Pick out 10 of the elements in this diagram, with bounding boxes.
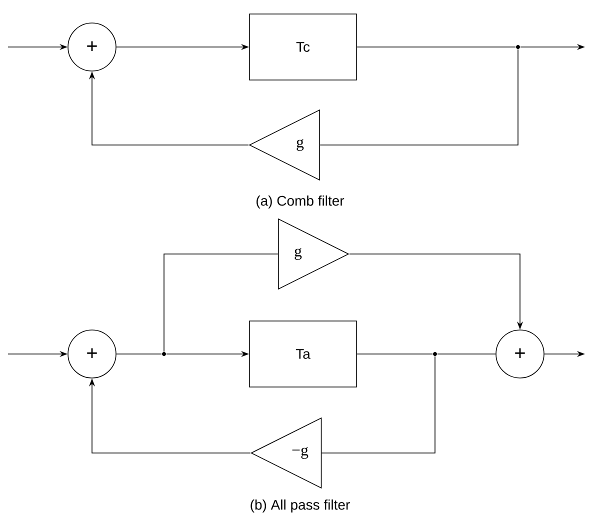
figure-caption: (a) Comb filter [256, 195, 344, 209]
connector-line [320, 49, 518, 146]
connector-line [164, 254, 278, 352]
connector-line [356, 46, 516, 48]
summing-junction: + [68, 330, 116, 378]
summing-junction: + [68, 22, 116, 72]
summing-junction: + [496, 330, 544, 378]
delay-box: Ta [249, 320, 357, 388]
delay-box: Tc [249, 14, 357, 80]
connector-line [321, 356, 436, 454]
